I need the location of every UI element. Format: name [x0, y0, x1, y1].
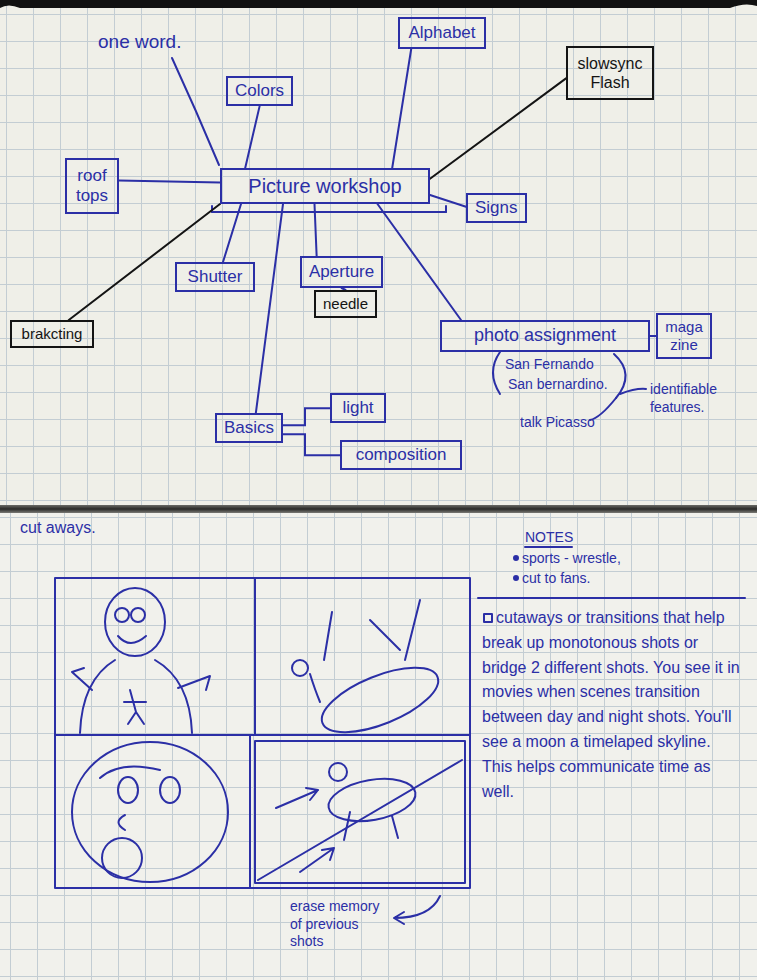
doodle — [160, 777, 180, 803]
doodle — [115, 608, 129, 622]
doodle — [118, 636, 146, 643]
handwritten-note: cut to fans. — [522, 570, 590, 587]
topic-box: photo assignment — [440, 320, 650, 352]
handwritten-note: cutaways or transitions that help break … — [482, 606, 740, 804]
box-text: Picture workshop — [248, 174, 401, 198]
doodle — [292, 660, 308, 676]
handwritten-note: NOTES — [525, 529, 573, 546]
box-text: maga zine — [662, 318, 706, 354]
box-text: slowsync Flash — [572, 54, 648, 92]
topic-box: composition — [340, 440, 462, 470]
box-text: needle — [323, 295, 368, 313]
rule-line — [478, 597, 745, 599]
underline — [212, 206, 446, 212]
branch-line — [223, 204, 241, 262]
storyboard-frame — [55, 578, 470, 888]
doodle — [72, 742, 228, 882]
box-text: brakcting — [22, 325, 83, 343]
box-text: composition — [356, 445, 447, 465]
handwritten-note: cut aways. — [20, 518, 96, 537]
topic-box: Signs — [466, 193, 527, 223]
topic-box: Alphabet — [398, 17, 486, 49]
box-text: Colors — [235, 81, 284, 101]
box-text: light — [342, 398, 373, 418]
handwritten-note: sports - wrestle, — [522, 550, 621, 567]
page-gutter — [0, 505, 757, 513]
doodle — [118, 777, 138, 803]
underline — [525, 546, 572, 548]
handwritten-note: one word. — [98, 30, 181, 54]
box-text: Shutter — [188, 267, 243, 287]
topic-box: light — [330, 393, 386, 423]
leader-line — [172, 58, 219, 165]
doodle — [119, 815, 126, 830]
pointer-arrow — [394, 896, 440, 924]
branch-line — [119, 180, 220, 182]
topic-box: needle — [314, 290, 377, 318]
notebook-edge — [0, 0, 757, 8]
topic-box: Shutter — [175, 262, 255, 292]
bracket — [614, 354, 626, 398]
topic-box: maga zine — [656, 313, 712, 359]
doodle — [314, 655, 447, 746]
doodle — [344, 812, 398, 840]
bullet — [514, 556, 518, 560]
box-text: roof tops — [71, 166, 113, 207]
topic-box: brakcting — [10, 320, 94, 348]
topic-box: Basics — [215, 413, 283, 443]
checkbox — [484, 614, 492, 622]
handwritten-note: San Fernando — [505, 356, 594, 373]
branch-line — [315, 204, 317, 256]
topic-box: Colors — [226, 76, 293, 106]
doodle — [72, 668, 210, 690]
topic-box: slowsync Flash — [566, 46, 654, 100]
doodle — [105, 588, 165, 656]
storyboard-frame — [55, 578, 470, 888]
doodle — [102, 838, 142, 878]
bracket — [493, 352, 500, 394]
doodle — [324, 600, 420, 660]
doodle — [80, 660, 192, 733]
handwritten-note: talk Picasso — [520, 414, 595, 431]
arrow-symbol — [300, 848, 334, 872]
box-text: Aperture — [309, 262, 374, 282]
topic-box: roof tops — [65, 158, 119, 214]
branch-line — [256, 204, 283, 413]
branch-line — [245, 106, 259, 168]
branch-line — [430, 195, 466, 207]
pointer-line — [620, 389, 646, 394]
handwritten-note: San bernardino. — [508, 376, 608, 393]
doodle — [258, 760, 462, 880]
branch-line — [283, 408, 330, 425]
doodle — [325, 773, 419, 828]
branch-line — [378, 204, 462, 320]
box-text: Basics — [224, 418, 274, 438]
box-text: Alphabet — [408, 23, 475, 43]
box-text: photo assignment — [474, 325, 616, 347]
bullet — [514, 576, 518, 580]
branch-line — [283, 434, 340, 455]
doodle — [131, 608, 145, 622]
doodle — [124, 690, 146, 724]
branch-line — [430, 78, 566, 178]
storyboard-frame — [255, 741, 465, 883]
grid-paper — [0, 0, 757, 505]
handwritten-note: identifiable features. — [650, 380, 746, 416]
handwritten-note: erase memory of previous shots — [290, 898, 390, 951]
topic-box: Aperture — [300, 256, 383, 288]
branch-line — [392, 49, 411, 168]
underline — [212, 211, 446, 213]
doodle — [310, 674, 320, 702]
doodle — [329, 763, 347, 781]
topic-box: Picture workshop — [220, 168, 430, 204]
arrow-symbol — [276, 788, 318, 808]
box-text: Signs — [475, 198, 518, 218]
